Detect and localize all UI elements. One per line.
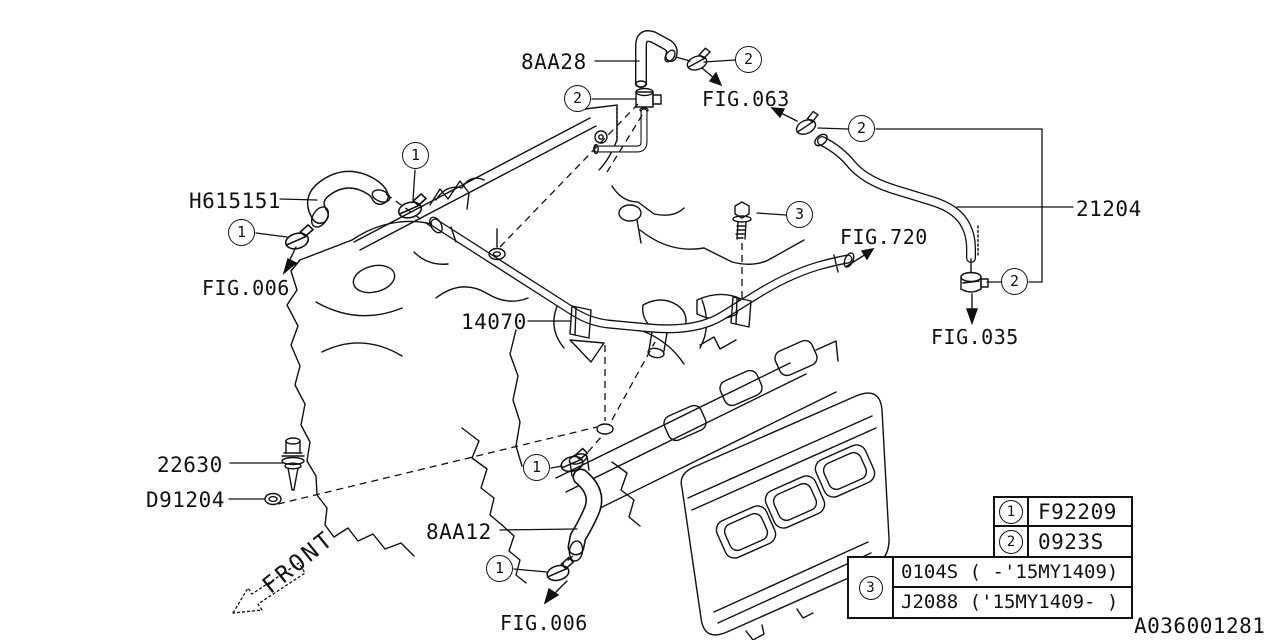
front-arrow: [232, 562, 306, 614]
diagram-id: A036001281: [1134, 614, 1266, 638]
legend-callout-3: 3: [858, 575, 883, 600]
legend-row2-num-cell: 2: [995, 527, 1029, 556]
bolt-22630-gasket: [264, 201, 752, 506]
callout-2-joint: 2: [564, 85, 591, 112]
fig-ref-006-top: FIG.006: [202, 276, 290, 300]
callout-1-8aa12-top: 1: [523, 454, 550, 481]
hose-21204: [814, 133, 989, 293]
hose-8aa28: [593, 30, 678, 155]
legend-row3-code: 0104S ( -'15MY1409): [894, 558, 1131, 588]
callout-2-21204-top: 2: [848, 115, 875, 142]
legend-callout-1: 1: [999, 499, 1023, 524]
legend-row1-num-cell: 1: [995, 498, 1029, 527]
fig-ref-720: FIG.720: [840, 225, 928, 249]
fuel-rail: [353, 104, 618, 251]
fig-ref-035: FIG.035: [931, 325, 1019, 349]
valve-cover: [555, 293, 890, 640]
callout-2-21204-bottom: 2: [1001, 268, 1028, 295]
part-label-22630: 22630: [157, 453, 223, 477]
figure-arrows: [282, 67, 978, 605]
leader-lines: [228, 56, 1074, 573]
callout-2-8aa28: 2: [735, 46, 762, 73]
legend-row3-num-cell: 3: [849, 558, 894, 617]
hose-h615151: [306, 170, 391, 228]
hose-clamps: [281, 46, 824, 584]
legend-row1-code: F92209: [1029, 498, 1131, 527]
water-pipe: [429, 216, 855, 359]
fig-ref-063: FIG.063: [702, 87, 790, 111]
callout-1-h615151-right: 1: [402, 142, 429, 169]
fig-ref-006-bottom: FIG.006: [500, 611, 588, 635]
part-label-h615151: H615151: [189, 189, 282, 213]
part-label-21204: 21204: [1076, 197, 1142, 221]
part-label-14070: 14070: [461, 310, 527, 334]
legend-table-upper: 1 F92209 2 0923S: [993, 496, 1133, 558]
part-label-d91204: D91204: [146, 488, 225, 512]
part-label-8aa28: 8AA28: [521, 50, 587, 74]
hose-8aa12: [567, 453, 603, 562]
legend-row4-code: J2088 ('15MY1409- ): [901, 591, 1119, 614]
dashed-lines: [277, 103, 743, 567]
legend-callout-2: 2: [999, 529, 1023, 554]
part-label-8aa12: 8AA12: [426, 520, 492, 544]
legend-table-lower: 3 0104S ( -'15MY1409) J2088 ('15MY1409- …: [847, 556, 1133, 619]
callout-1-8aa12-bottom: 1: [486, 555, 513, 582]
callout-1-h615151-left: 1: [228, 219, 255, 246]
callout-3-bolt: 3: [786, 201, 813, 228]
legend-row2-code: 0923S: [1038, 529, 1104, 554]
